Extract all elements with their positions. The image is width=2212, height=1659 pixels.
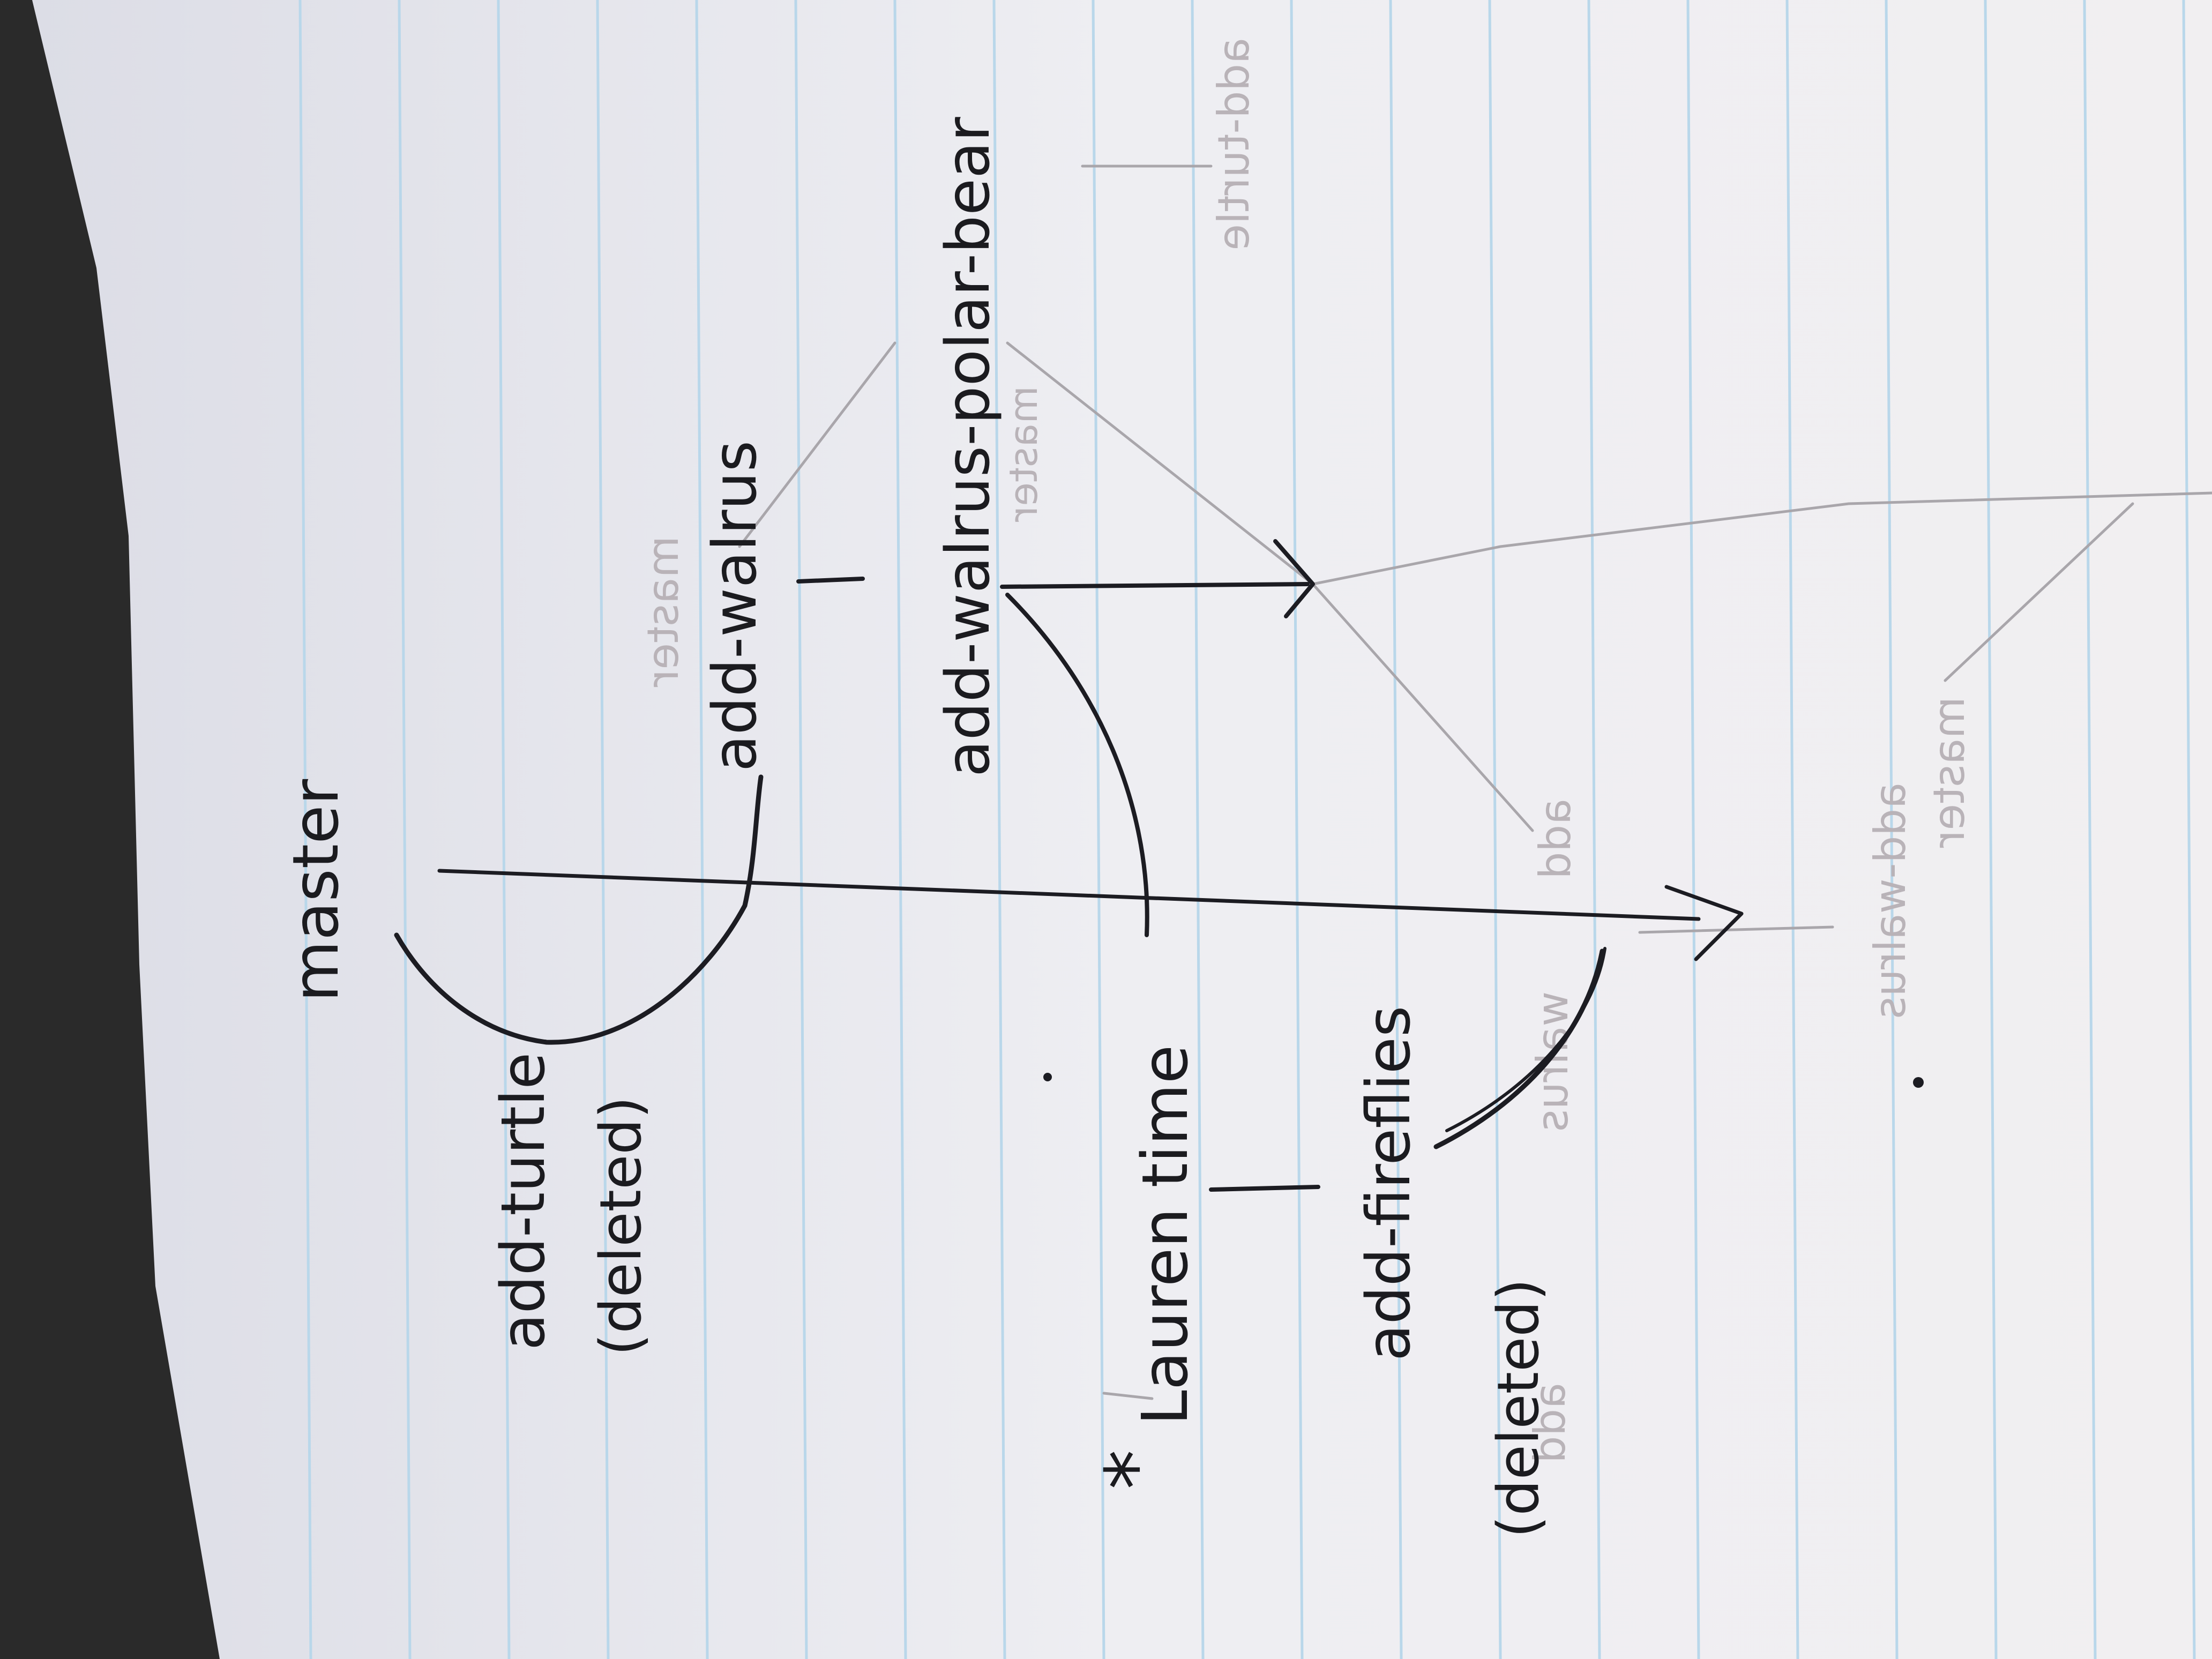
label-add-walrus-polar-bear: add-walrus-polar-bear [933, 116, 1003, 777]
ghost-master-3: master [1924, 697, 1974, 848]
ghost-add-2: add [1525, 1382, 1575, 1463]
ghost-add-turtle: add-turtle [1209, 38, 1259, 250]
fireflies-arc [1433, 948, 1605, 1149]
branch-diagram [394, 539, 1924, 1192]
ghost-master-1: master [638, 536, 688, 687]
handwritten-labels: master add-turtle (deleted) add-walrus a… [279, 116, 1551, 1538]
label-add-fireflies-deleted: (deleted) [1485, 1279, 1551, 1538]
ruled-lines [298, 0, 2196, 1659]
label-master: master [279, 779, 353, 1002]
branch-arc [394, 774, 764, 1045]
label-add-turtle-deleted: (deleted) [588, 1096, 654, 1356]
paper-sheet [32, 0, 2212, 1659]
label-add-turtle: add-turtle [489, 1052, 558, 1350]
label-lauren-time: Lauren time [1128, 1045, 1202, 1425]
add-walrus-tick [796, 577, 865, 584]
show-through-text: master master master add-turtle add walr… [638, 38, 1974, 1463]
ghost-add-walrus: add-walrus [1865, 782, 1915, 1019]
polar-bear-arrowhead [1273, 539, 1315, 618]
polar-bear-line [1000, 582, 1310, 589]
lauren-time-tick [1209, 1185, 1320, 1192]
lauren-time-curve [1005, 593, 1149, 937]
ghost-walrus: walrus [1528, 991, 1578, 1132]
ghost-add-1: add [1530, 798, 1580, 879]
label-add-walrus: add-walrus [700, 440, 770, 772]
ink-dot [1043, 1073, 1052, 1081]
label-star: * [1089, 1449, 1182, 1490]
master-line [437, 869, 1701, 921]
label-add-fireflies: add-fireflies [1354, 1006, 1424, 1361]
master-arrowhead [1664, 885, 1744, 961]
ghost-master-2: master [1001, 386, 1046, 522]
